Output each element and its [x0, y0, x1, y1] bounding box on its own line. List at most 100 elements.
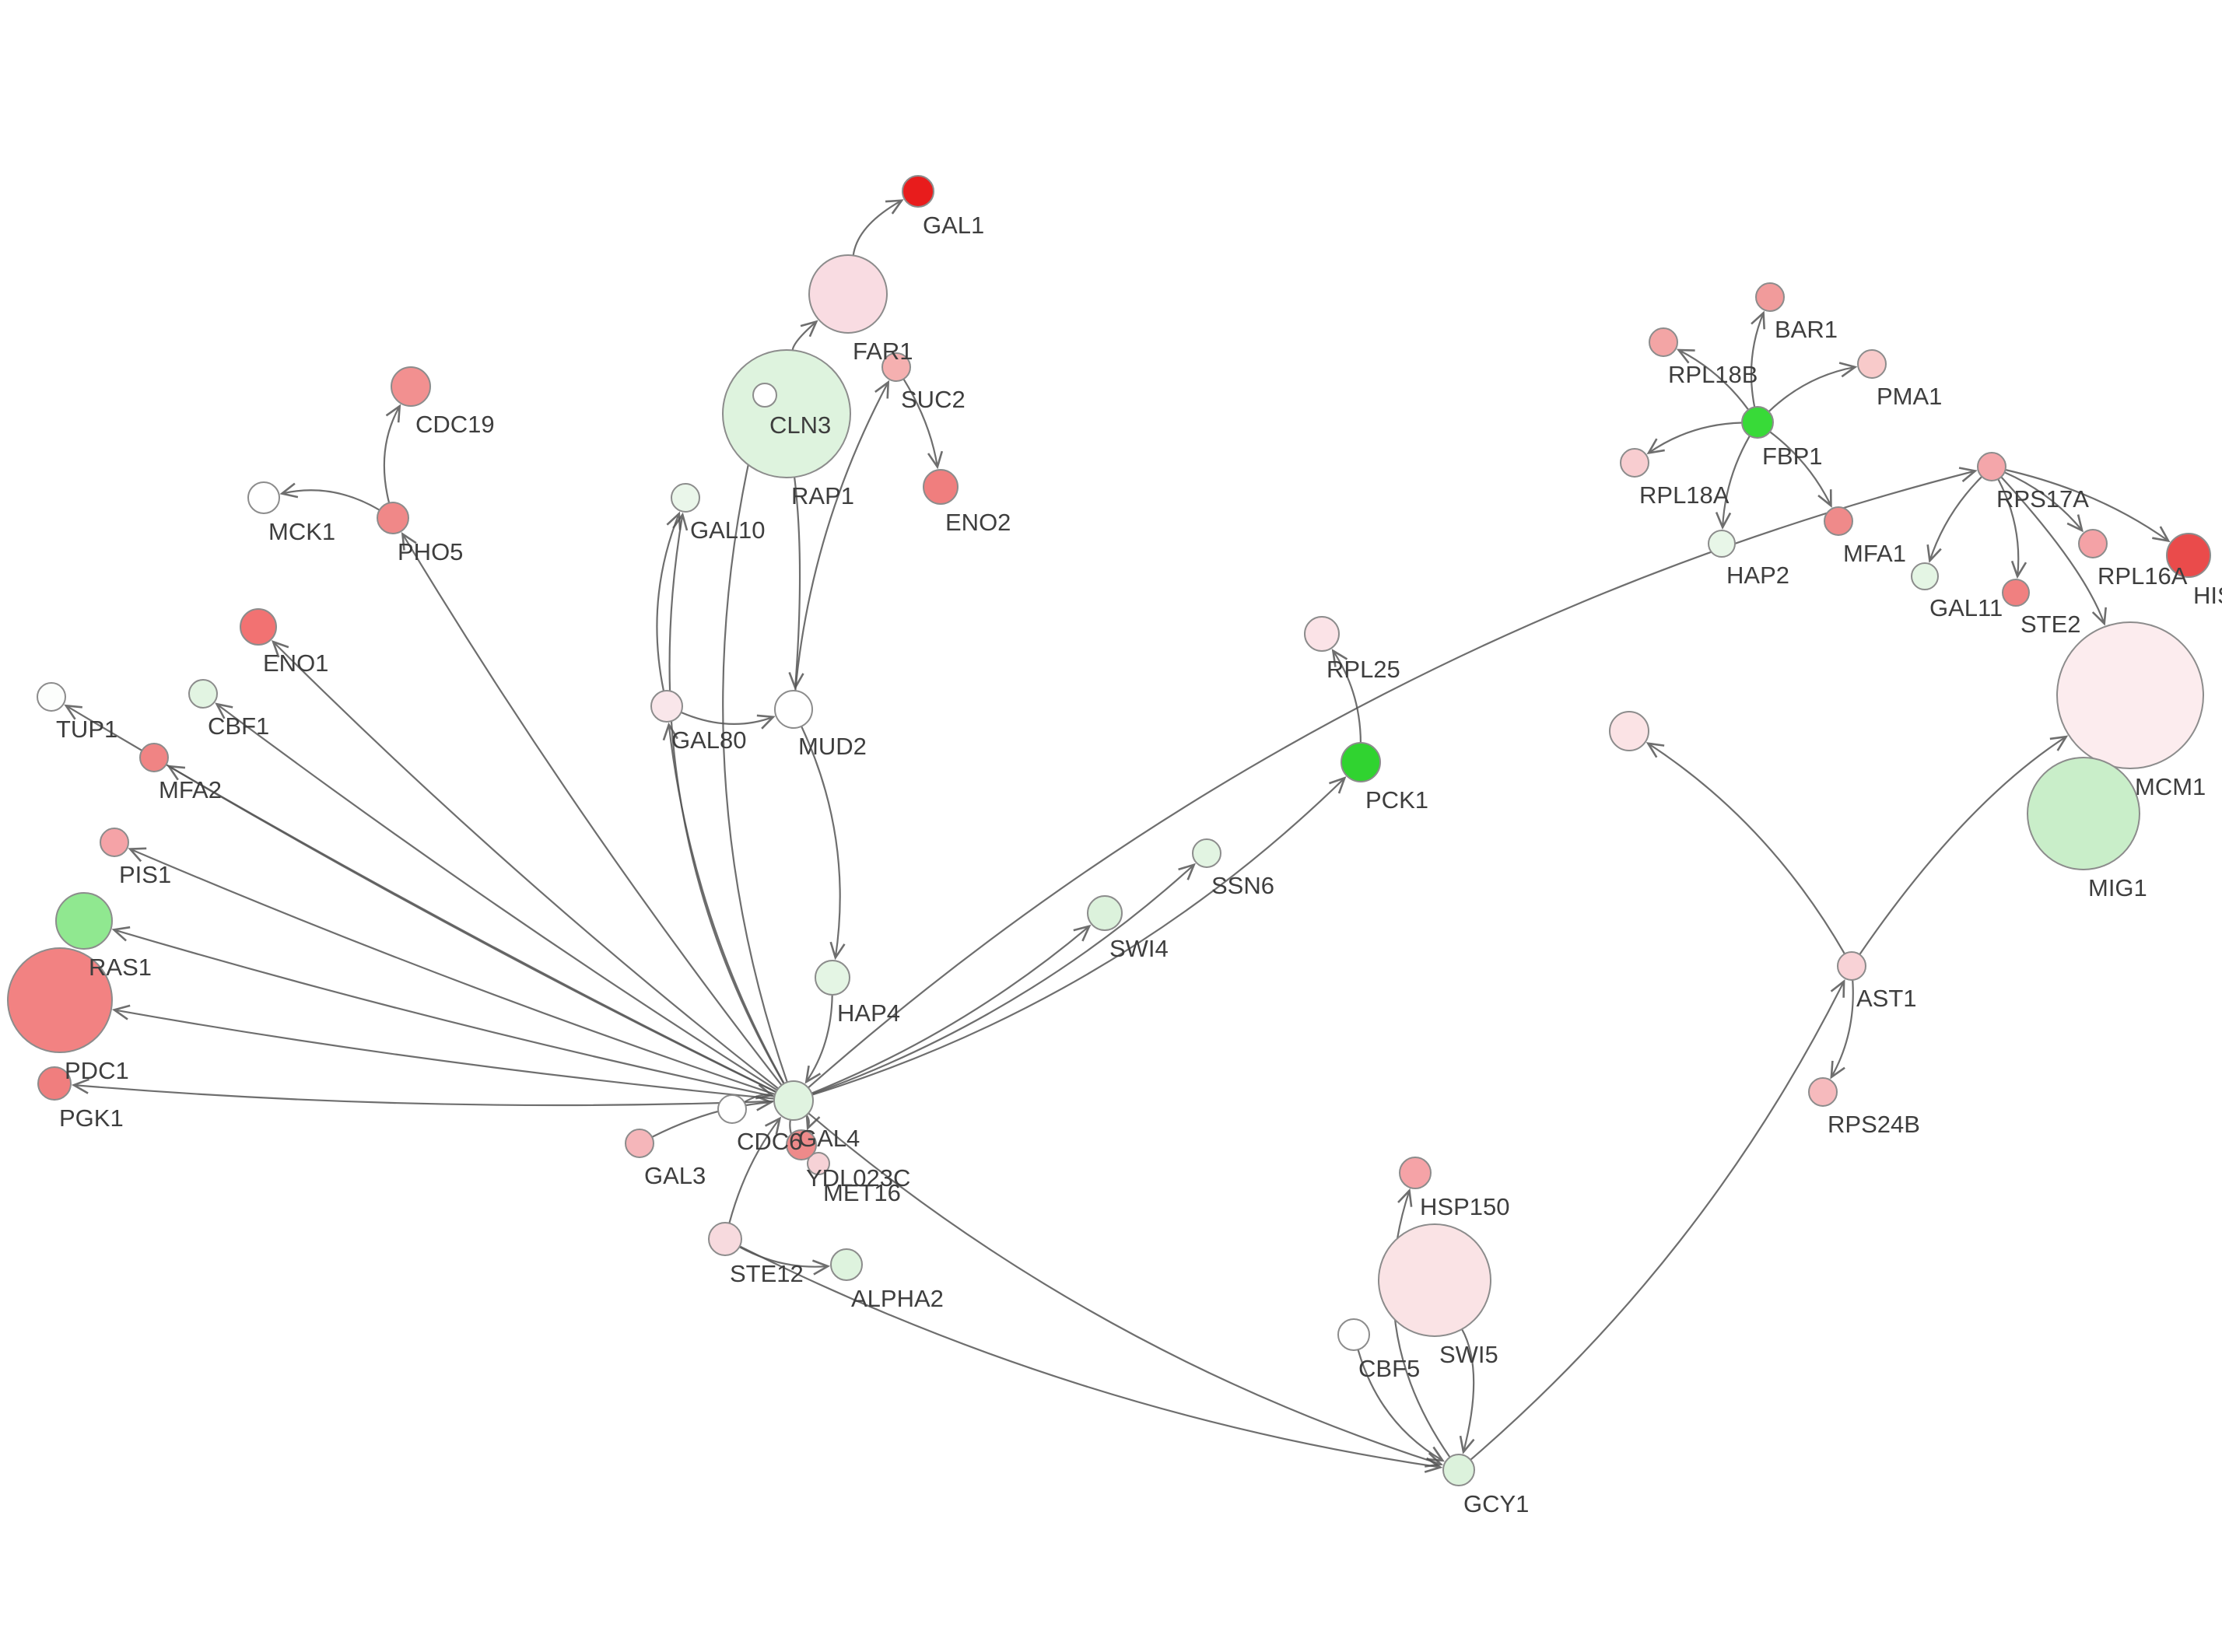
- node-GAL10[interactable]: [671, 483, 700, 513]
- node-ALPHA2[interactable]: [830, 1248, 863, 1281]
- node-FBP1[interactable]: [1741, 406, 1774, 439]
- edge-GAL4-TUP1[interactable]: [64, 704, 777, 1093]
- node-CDC19[interactable]: [391, 366, 431, 407]
- node-PMA1[interactable]: [1857, 349, 1887, 379]
- edge-FBP1-HAP2[interactable]: [1715, 435, 1751, 530]
- node-CBF5[interactable]: [1337, 1318, 1370, 1351]
- edge-PHO5-MCK1[interactable]: [279, 482, 380, 511]
- edge-GAL4-CBF1[interactable]: [215, 702, 778, 1091]
- node-HSP150[interactable]: [1399, 1157, 1432, 1189]
- node-YDL023C[interactable]: [786, 1129, 817, 1160]
- node-SSN6[interactable]: [1192, 838, 1221, 868]
- edge-GAL80-MUD2[interactable]: [680, 711, 776, 730]
- node-MET16[interactable]: [807, 1152, 830, 1175]
- edge-GAL4-GCY1[interactable]: [808, 1112, 1443, 1468]
- node-MCM1[interactable]: [2056, 621, 2204, 769]
- node-TUP1[interactable]: [37, 682, 66, 712]
- edge-SWI5-GCY1[interactable]: [1459, 1328, 1475, 1454]
- edge-GAL4-ENO1[interactable]: [271, 639, 779, 1090]
- node-SUC2[interactable]: [881, 352, 911, 382]
- edge-GAL4-CLN3[interactable]: [722, 407, 788, 1083]
- edge-FBP1-RPL18B[interactable]: [1676, 348, 1750, 411]
- edge-FAR1-GAL1[interactable]: [852, 199, 904, 256]
- edge-GAL4-SSN6[interactable]: [811, 863, 1196, 1095]
- node-PGK1[interactable]: [37, 1066, 72, 1101]
- node-CBF1[interactable]: [188, 679, 218, 709]
- node-MFA1[interactable]: [1824, 506, 1853, 536]
- node-HAP4[interactable]: [815, 960, 850, 996]
- node-RPS17A[interactable]: [1977, 452, 2006, 481]
- node-STE2[interactable]: [2002, 579, 2030, 607]
- edge-RAP1-MUD2[interactable]: [788, 477, 804, 691]
- edge-RPS17A-GAL11[interactable]: [1926, 476, 1983, 563]
- edge-PCK1-RPL25[interactable]: [1331, 649, 1362, 744]
- edge-GAL4-PGK1[interactable]: [71, 1078, 775, 1107]
- edge-GAL4-GAL10[interactable]: [668, 512, 785, 1084]
- edge-GAL4-PHO5[interactable]: [401, 531, 783, 1086]
- edge-PHO5-CDC19[interactable]: [383, 404, 401, 503]
- node-HIS4[interactable]: [2166, 533, 2211, 578]
- edge-GAL4-MFA2[interactable]: [166, 765, 776, 1094]
- node-RAP1[interactable]: [722, 349, 851, 478]
- node-RPL18B[interactable]: [1649, 327, 1678, 357]
- node-GAL80[interactable]: [650, 690, 683, 723]
- edge-GAL4-PCK1[interactable]: [811, 776, 1347, 1096]
- edge-STE12-GAL4[interactable]: [728, 1116, 782, 1223]
- edge-FBP1-MFA1[interactable]: [1769, 431, 1832, 508]
- node-MIG1[interactable]: [2027, 757, 2140, 870]
- edge-MUD2-HAP4[interactable]: [801, 726, 846, 961]
- node-SWI4[interactable]: [1087, 895, 1123, 931]
- node-PIS1[interactable]: [100, 828, 129, 857]
- node-BAR1[interactable]: [1755, 282, 1785, 312]
- node-MCK1[interactable]: [247, 481, 280, 514]
- edge-GAL4-GAL80[interactable]: [662, 722, 785, 1084]
- edge-FBP1-BAR1[interactable]: [1750, 310, 1765, 408]
- edge-STE12-GCY1[interactable]: [739, 1245, 1443, 1473]
- edge-AST1-MCM1[interactable]: [1859, 735, 2069, 955]
- edge-GAL4-SWI4[interactable]: [811, 924, 1092, 1094]
- node-HAP2[interactable]: [1708, 530, 1736, 558]
- node-MUD2[interactable]: [774, 690, 813, 729]
- edge-SUC2-ENO2[interactable]: [902, 378, 944, 470]
- node-RPL18A[interactable]: [1620, 448, 1649, 478]
- edge-GAL3-GAL4[interactable]: [651, 1095, 774, 1138]
- edge-AST1-RPS24B[interactable]: [1830, 979, 1854, 1080]
- node-AST1[interactable]: [1837, 951, 1866, 981]
- edge-GCY1-HSP150[interactable]: [1392, 1188, 1451, 1458]
- node-PCK1[interactable]: [1341, 742, 1381, 782]
- node-RPL25[interactable]: [1304, 616, 1340, 652]
- edge-GAL4-RPS17A[interactable]: [808, 467, 1978, 1089]
- node-GAL1[interactable]: [902, 175, 934, 208]
- node-PHO5[interactable]: [377, 502, 409, 534]
- node-GAL4[interactable]: [773, 1080, 814, 1121]
- node-GAL3[interactable]: [625, 1129, 654, 1158]
- edge-HAP4-GAL4[interactable]: [804, 994, 833, 1084]
- edge-CDC6-GAL4[interactable]: [744, 1083, 774, 1104]
- edge-CBF5-GCY1[interactable]: [1357, 1349, 1445, 1462]
- edge-RPS17A-RPL16A[interactable]: [2004, 471, 2084, 533]
- edge-GAL4-PIS1[interactable]: [128, 847, 776, 1096]
- node-PDC1[interactable]: [7, 947, 113, 1053]
- edge-GAL4-RAS1[interactable]: [111, 926, 775, 1097]
- edge-AST1-NODE1[interactable]: [1645, 742, 1845, 954]
- edge-FBP1-PMA1[interactable]: [1768, 362, 1858, 412]
- node-RPL16A[interactable]: [2078, 529, 2108, 558]
- edge-GAL80-GAL10[interactable]: [656, 511, 682, 691]
- edge-GCY1-AST1[interactable]: [1470, 978, 1845, 1461]
- edge-FBP1-RPL18A[interactable]: [1646, 422, 1743, 455]
- node-GCY1[interactable]: [1442, 1454, 1475, 1486]
- node-GAL11[interactable]: [1911, 562, 1939, 590]
- edge-RAP1-FAR1[interactable]: [791, 320, 818, 351]
- edge-GAL4-PDC1[interactable]: [111, 1004, 775, 1100]
- node-ENO1[interactable]: [240, 608, 277, 646]
- node-NODE1[interactable]: [1609, 711, 1649, 751]
- node-ENO2[interactable]: [923, 469, 959, 505]
- edge-RPS17A-MCM1[interactable]: [2000, 476, 2107, 626]
- node-RAS1[interactable]: [55, 892, 113, 950]
- node-CDC6[interactable]: [717, 1094, 747, 1124]
- edge-RPS17A-HIS4[interactable]: [2005, 468, 2171, 543]
- edge-GAL4-YDL023C[interactable]: [805, 1111, 821, 1131]
- node-CLN3[interactable]: [752, 383, 777, 408]
- edge-MUD2-SUC2[interactable]: [794, 380, 890, 691]
